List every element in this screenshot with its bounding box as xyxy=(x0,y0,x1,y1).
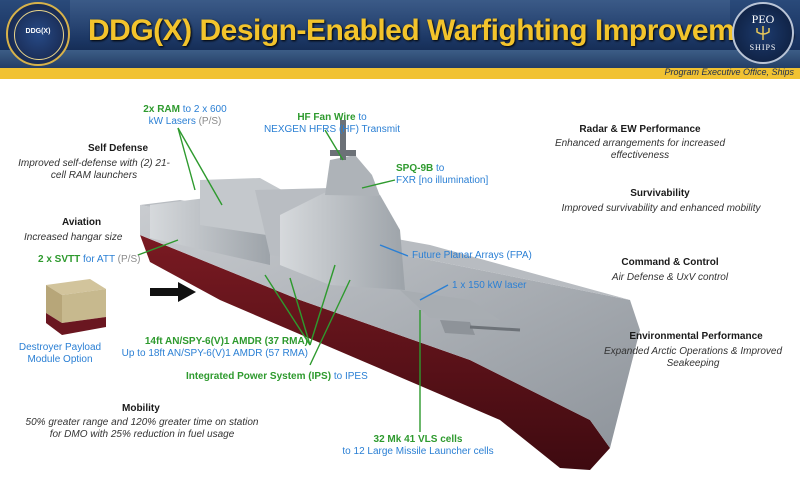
payload-module-image xyxy=(46,279,106,335)
arrow-right-icon xyxy=(150,282,196,302)
spq-callout: SPQ-9B to FXR [no illumination] xyxy=(396,163,488,187)
mobility-body: 50% greater range and 120% greater time … xyxy=(25,417,259,440)
environment-body: Expanded Arctic Operations & Improved Se… xyxy=(603,346,783,369)
ram-lasers: kW Lasers xyxy=(148,116,196,127)
radar-heading: Radar & EW Performance xyxy=(579,124,701,135)
peo-logo-top: PEO xyxy=(751,12,775,26)
vls-target: 12 Large Missile Launcher cells xyxy=(353,446,494,457)
ips-label: Integrated Power System (IPS) xyxy=(186,371,332,382)
spq-label: SPQ-9B xyxy=(396,163,434,174)
ram-to: to 2 x 600 xyxy=(179,104,227,115)
ram-ps: (P/S) xyxy=(195,116,222,127)
trident-icon xyxy=(756,26,770,40)
environment-heading: Environmental Performance xyxy=(629,331,763,342)
seal-text: DDG(X) xyxy=(25,28,51,35)
fpa-callout: Future Planar Arrays (FPA) xyxy=(412,250,532,261)
subtitle-bar: Program Executive Office, Ships xyxy=(0,67,800,79)
svtt-to-att: for ATT xyxy=(80,254,115,265)
amdr-future: 18ft AN/SPY-6(V)1 AMDR (57 RMA) xyxy=(148,348,308,359)
hf-callout: HF Fan Wire to NEXGEN HFRS (HF) Transmit xyxy=(252,112,412,136)
payload-line1: Destroyer Payload xyxy=(18,342,102,353)
survivability-body: Improved survivability and enhanced mobi… xyxy=(561,203,761,214)
aviation-heading: Aviation xyxy=(62,217,102,228)
amdr-current: 14ft AN/SPY-6(V)1 AMDR (37 RMA) xyxy=(144,336,308,347)
svtt-ps: (P/S) xyxy=(114,254,141,265)
payload-module-caption: Destroyer Payload Module Option xyxy=(6,342,114,366)
payload-line2: Module Option xyxy=(27,354,93,365)
svtt-callout: 2 x SVTT for ATT (P/S) xyxy=(38,254,140,266)
laser-callout: 1 x 150 kW laser xyxy=(452,280,527,291)
ips-to: to xyxy=(331,371,345,382)
c2-heading: Command & Control xyxy=(621,257,719,268)
vls-callout: 32 Mk 41 VLS cells to 12 Large Missile L… xyxy=(318,434,518,458)
survivability-heading: Survivability xyxy=(630,188,690,199)
spq-target: FXR [no illumination] xyxy=(396,175,489,186)
radar-body: Enhanced arrangements for increased effe… xyxy=(554,138,726,161)
c2-body: Air Defense & UxV control xyxy=(611,272,729,283)
svtt-label: 2 x SVTT xyxy=(38,254,81,265)
peo-ships-logo: PEO SHIPS xyxy=(732,2,794,64)
mobility-heading: Mobility xyxy=(122,403,160,414)
hf-target: NEXGEN HFRS (HF) Transmit xyxy=(263,124,401,135)
header-sea xyxy=(0,50,800,68)
subtitle: Program Executive Office, Ships xyxy=(664,67,794,77)
amdr-up-to: Up to xyxy=(121,348,149,359)
amdr-callout: 14ft AN/SPY-6(V)1 AMDR (37 RMA) Up to 18… xyxy=(108,336,308,360)
hf-to: to xyxy=(355,112,367,123)
spq-to: to xyxy=(433,163,445,174)
self-defense-heading: Self Defense xyxy=(88,143,149,154)
ram-label: 2x RAM xyxy=(143,104,180,115)
page-title: DDG(X) Design-Enabled Warfighting Improv… xyxy=(88,14,794,47)
header-banner xyxy=(0,0,800,68)
ips-target: IPES xyxy=(344,371,368,382)
vls-to: to xyxy=(342,446,354,457)
vls-label: 32 Mk 41 VLS cells xyxy=(373,434,463,445)
peo-logo-bottom: SHIPS xyxy=(749,43,777,52)
ddgx-seal-logo: DDG(X) xyxy=(6,2,70,66)
hf-label: HF Fan Wire xyxy=(297,112,356,123)
self-defense-body: Improved self-defense with (2) 21-cell R… xyxy=(18,158,170,181)
ram-callout: 2x RAM to 2 x 600 kW Lasers (P/S) xyxy=(130,104,240,128)
aviation-body: Increased hangar size xyxy=(24,232,123,243)
ips-callout: Integrated Power System (IPS) to IPES xyxy=(186,371,368,383)
